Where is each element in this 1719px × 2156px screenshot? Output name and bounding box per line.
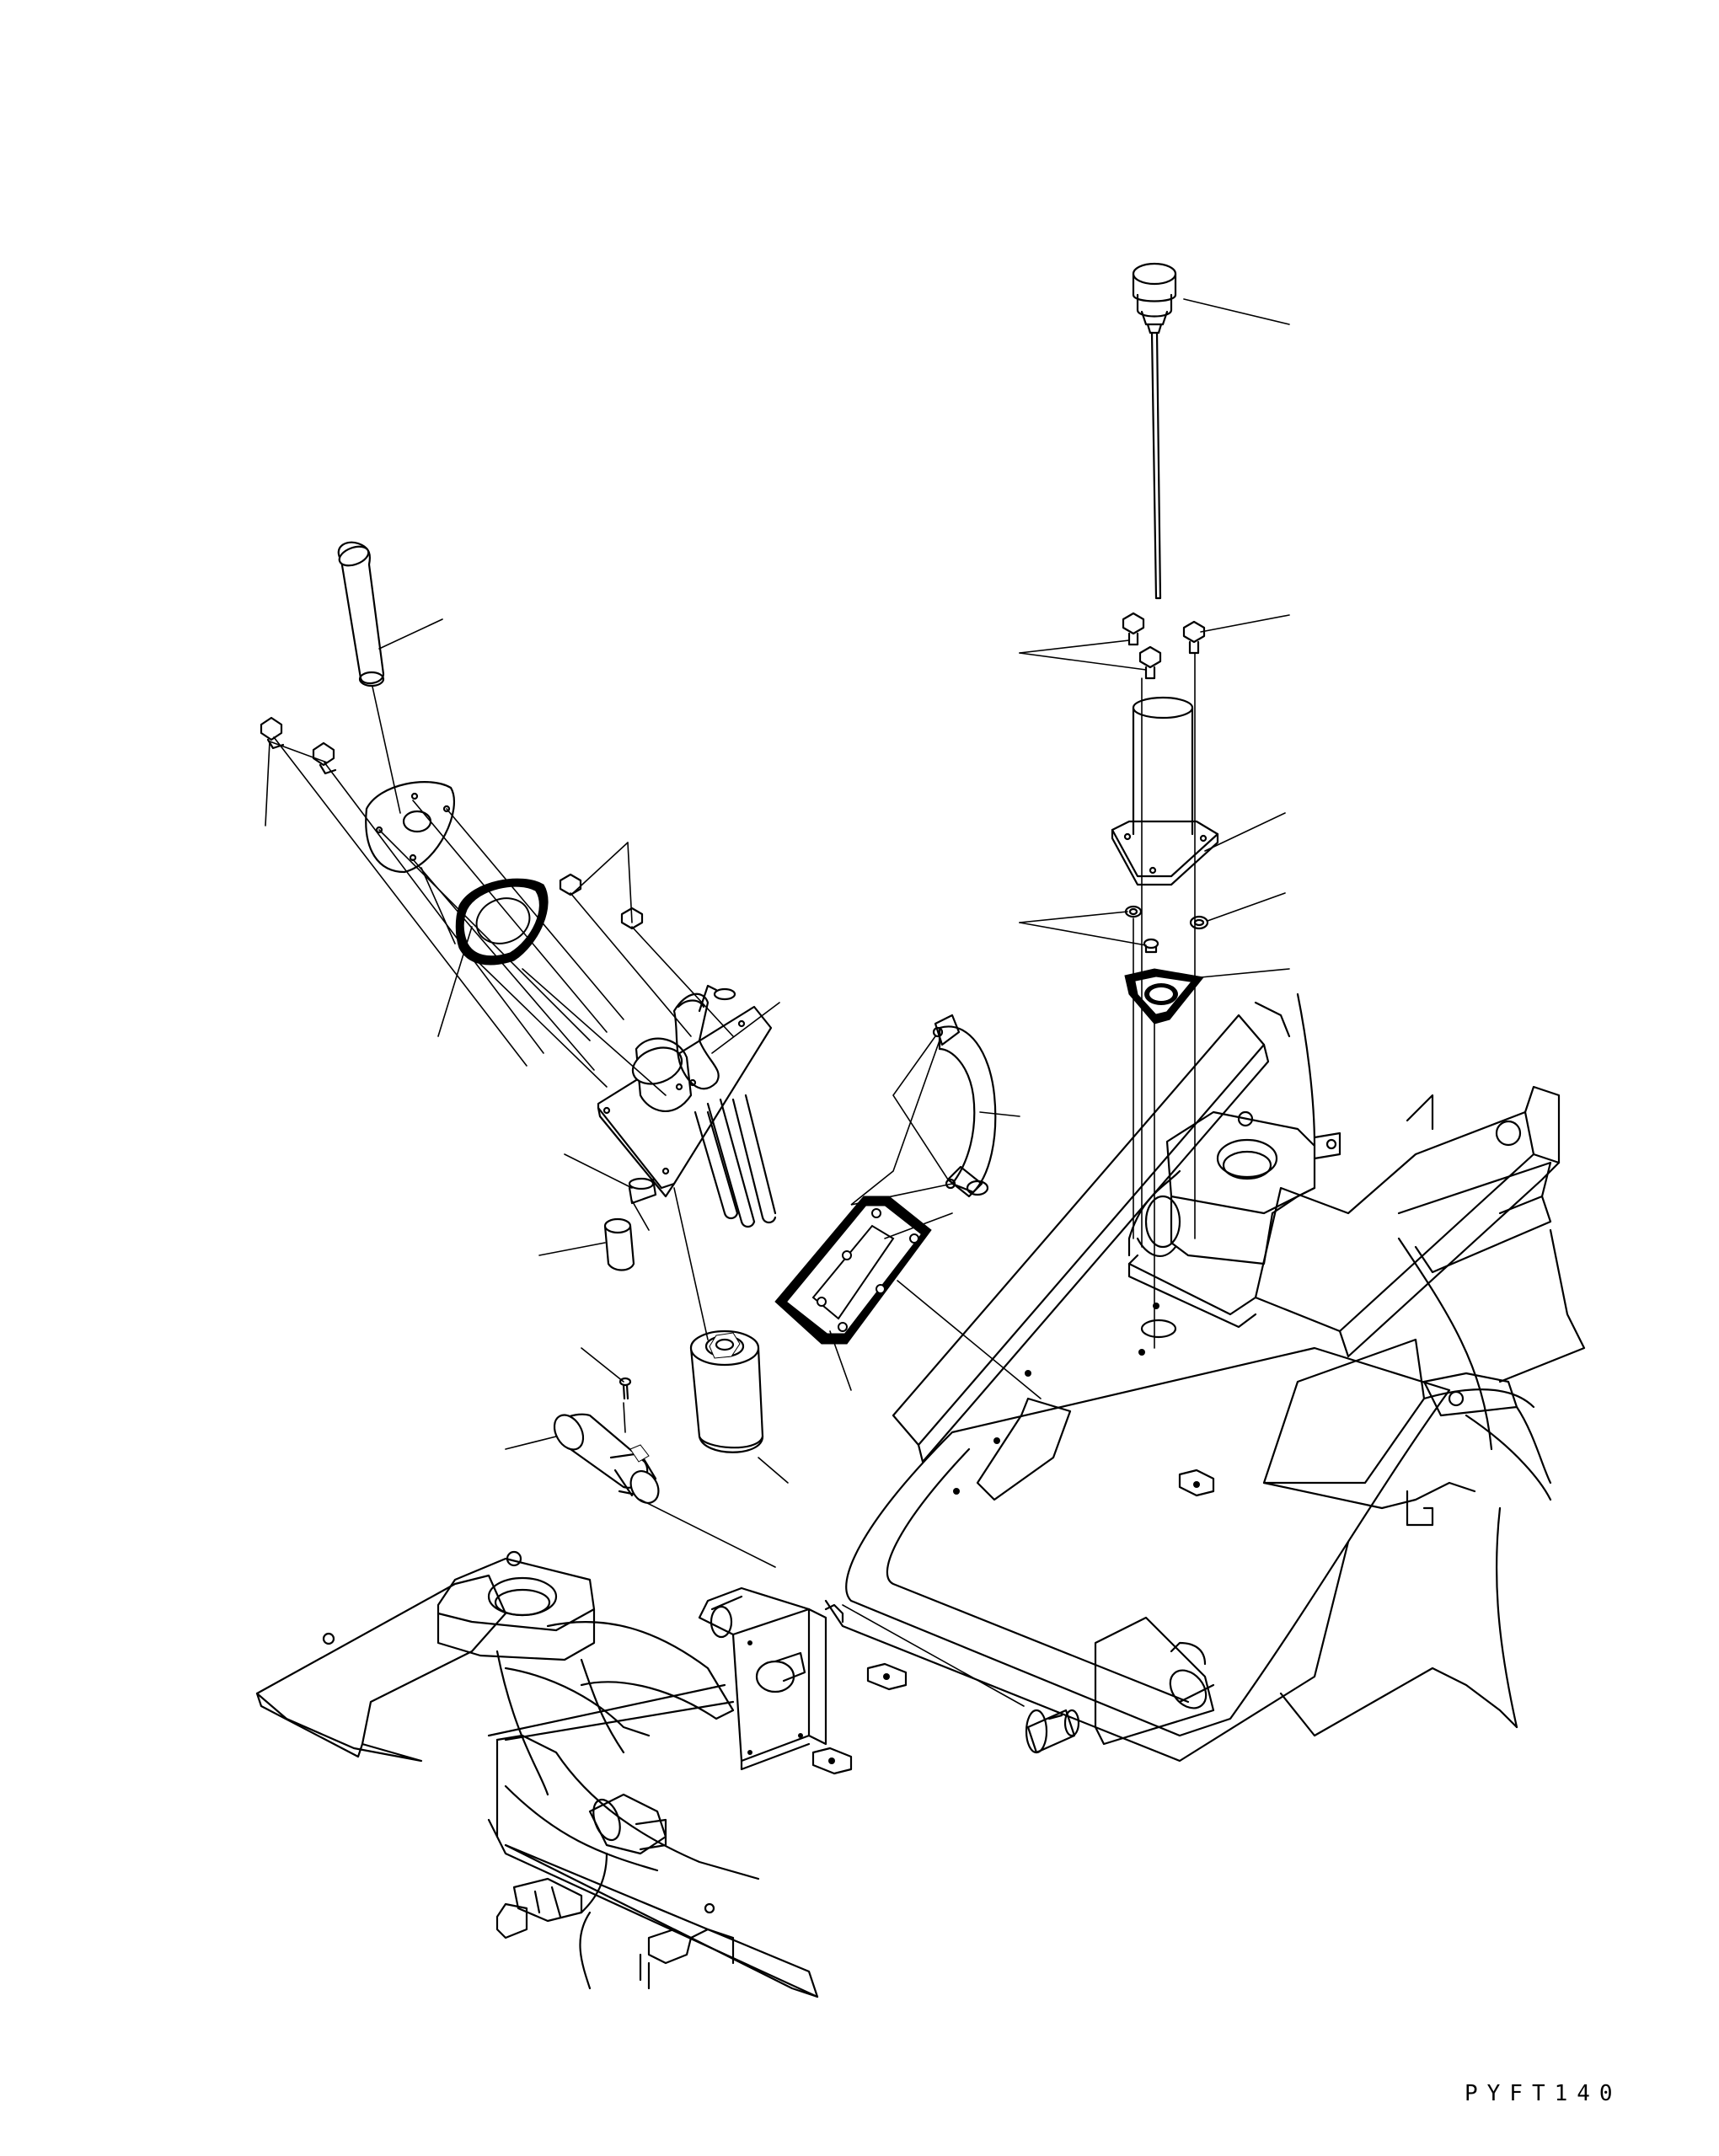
right-assembly (1112, 264, 1218, 1348)
center-bracket (699, 1588, 843, 1769)
round-flange (366, 782, 454, 872)
hose (934, 1015, 995, 1196)
bushing (605, 1179, 656, 1271)
flange-bolts-left (261, 718, 335, 773)
projection-lines (274, 687, 1041, 1706)
filter-element (691, 1331, 763, 1452)
washers (1126, 907, 1208, 952)
small-screw (620, 1378, 630, 1399)
pin-part (1026, 1710, 1079, 1752)
upper-bolts (1123, 613, 1204, 678)
filler-tube (1112, 698, 1218, 885)
tank-plate (598, 986, 775, 1227)
leader-lines (265, 299, 1289, 1483)
left-assembly (261, 543, 995, 1508)
left-support-plate (257, 1552, 733, 1795)
dipstick-cap (1133, 264, 1175, 333)
lower-left-hardware (497, 1795, 691, 1988)
ring-gasket (456, 879, 548, 965)
chassis-frame (813, 994, 1584, 1773)
cylinder-part (549, 1410, 664, 1507)
drawing-code: PYFT140 (1465, 2081, 1622, 2106)
rectangular-gasket (775, 1196, 931, 1344)
inlet-pipe (337, 543, 383, 686)
dipstick-rod (1152, 333, 1160, 598)
lower-frame (489, 1736, 817, 1997)
triangular-gasket (1125, 969, 1203, 1024)
bracket-right (1095, 1618, 1213, 1744)
